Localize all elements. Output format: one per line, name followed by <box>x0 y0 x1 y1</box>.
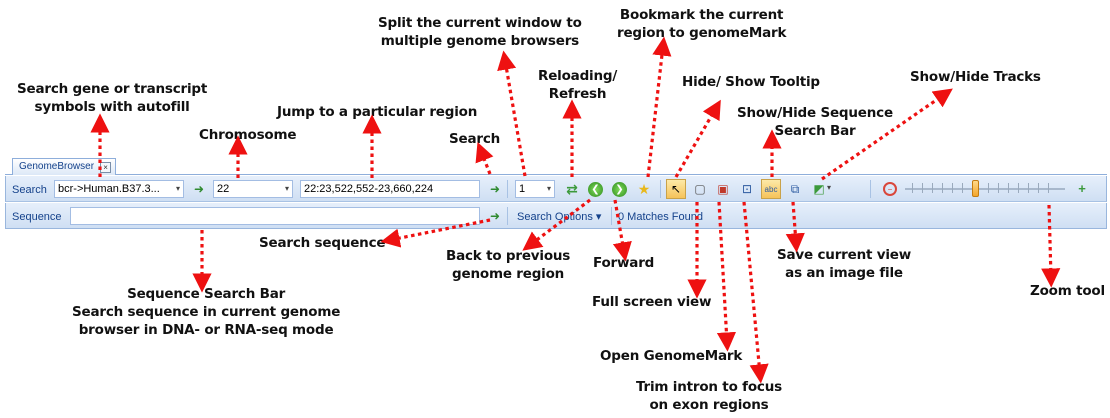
note-tooltip: Hide/ Show Tooltip <box>682 74 820 90</box>
tab-strip: GenomeBrowser × <box>5 157 1107 175</box>
zoom-tick <box>942 183 943 193</box>
divider <box>611 207 612 225</box>
chevron-down-icon[interactable]: ▾ <box>827 183 832 192</box>
go-gene-icon[interactable]: ➜ <box>193 182 205 196</box>
back-icon[interactable]: ❮ <box>588 182 603 197</box>
chromosome-combo[interactable]: 22 ▾ <box>213 180 293 198</box>
zoom-tick <box>1038 183 1039 193</box>
zoom-tick <box>922 183 923 193</box>
divider <box>870 180 871 198</box>
sequence-bar-toggle-icon[interactable]: abc <box>761 179 781 199</box>
note-fullscreen: Full screen view <box>592 294 712 310</box>
region-value: 22:23,522,552-23,660,224 <box>304 183 434 195</box>
note-reload: Reloading/Refresh <box>538 68 618 102</box>
note-search-sequence: Search sequence <box>259 235 386 251</box>
close-icon[interactable]: × <box>100 161 112 173</box>
chevron-down-icon[interactable]: ▾ <box>175 184 180 193</box>
note-open-genomemark: Open GenomeMark <box>600 348 743 364</box>
note-chromosome: Chromosome <box>199 127 297 143</box>
refresh-icon[interactable]: ⇄ <box>566 180 578 197</box>
matches-found-text: 0 Matches Found <box>618 211 703 223</box>
genomemark-icon[interactable]: ▣ <box>717 182 729 196</box>
note-zoom: Zoom tool <box>1030 283 1105 299</box>
save-image-icon[interactable]: ⧉ <box>790 181 800 196</box>
zoom-tick <box>1048 183 1049 193</box>
sequence-input[interactable] <box>70 207 480 225</box>
zoom-tick <box>1028 183 1029 193</box>
browser-count-combo[interactable]: 1 ▾ <box>515 180 555 198</box>
trim-intron-icon[interactable]: ⊡ <box>741 182 753 196</box>
zoom-in-icon[interactable]: + <box>1078 180 1086 196</box>
note-jump: Jump to a particular region <box>277 104 478 120</box>
browser-count-value: 1 <box>519 183 526 195</box>
chevron-down-icon[interactable]: ▾ <box>284 184 289 193</box>
region-input[interactable]: 22:23,522,552-23,660,224 <box>300 180 480 198</box>
sequence-label: Sequence <box>12 211 62 223</box>
fullscreen-icon[interactable]: ▢ <box>694 182 706 196</box>
sequence-go-icon[interactable]: ➜ <box>489 209 501 223</box>
tracks-toggle-icon[interactable]: ◩ <box>813 182 825 196</box>
note-forward: Forward <box>593 255 655 271</box>
forward-icon[interactable]: ❯ <box>612 182 627 197</box>
zoom-out-icon[interactable]: − <box>883 182 897 196</box>
divider <box>507 180 508 198</box>
search-go-icon[interactable]: ➜ <box>489 182 501 196</box>
tooltip-toggle-icon[interactable]: ↖ <box>666 179 686 199</box>
chevron-down-icon[interactable]: ▾ <box>546 184 551 193</box>
gene-search-combo[interactable]: bcr->Human.B37.3... ▾ <box>54 180 184 198</box>
zoom-slider-thumb[interactable] <box>972 180 979 197</box>
zoom-tick <box>988 183 989 193</box>
note-tracks: Show/Hide Tracks <box>910 69 1041 85</box>
note-search: Search <box>449 131 501 147</box>
zoom-tick <box>912 183 913 193</box>
divider <box>507 207 508 225</box>
tab-label: GenomeBrowser <box>19 161 95 172</box>
zoom-tick <box>962 183 963 193</box>
tab-genomebrowser[interactable]: GenomeBrowser × <box>12 158 117 175</box>
zoom-tick <box>998 183 999 193</box>
zoom-slider-track[interactable] <box>905 188 1065 190</box>
divider <box>660 180 661 198</box>
gene-search-value: bcr->Human.B37.3... <box>58 183 160 195</box>
bookmark-icon[interactable]: ★ <box>637 180 651 197</box>
search-options-button[interactable]: Search Options ▾ <box>517 211 602 223</box>
zoom-tick <box>1008 183 1009 193</box>
zoom-tick <box>952 183 953 193</box>
zoom-tick <box>1018 183 1019 193</box>
search-label: Search <box>12 184 47 196</box>
chromosome-value: 22 <box>217 183 230 195</box>
zoom-tick <box>932 183 933 193</box>
